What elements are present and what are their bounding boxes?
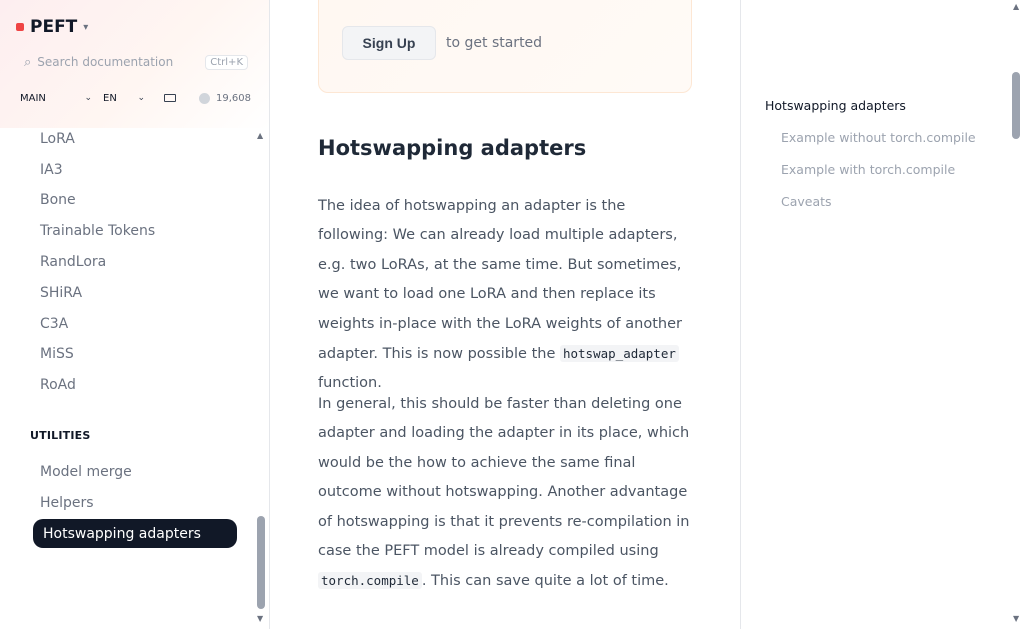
sidebar-item-label: Helpers bbox=[40, 494, 94, 511]
github-icon bbox=[199, 92, 210, 104]
sidebar-item-helpers[interactable]: Helpers bbox=[30, 488, 239, 517]
paragraph-advantages: In general, this should be faster than d… bbox=[318, 390, 698, 597]
sidebar-item-hotswapping-adapters[interactable]: Hotswapping adapters bbox=[33, 519, 237, 548]
page-scroll-up-icon[interactable]: ▲ bbox=[1013, 2, 1020, 11]
search-icon: ⌕ bbox=[24, 54, 32, 70]
toc-item-hotswapping-adapters[interactable]: Hotswapping adapters bbox=[765, 98, 906, 113]
brand-name: PEFT bbox=[30, 17, 78, 37]
search-shortcut: Ctrl+K bbox=[205, 54, 248, 70]
sidebar-item-model-merge[interactable]: Model merge bbox=[30, 457, 239, 486]
sidebar-item-label: RandLora bbox=[40, 253, 107, 270]
paragraph-text: In general, this should be faster than d… bbox=[318, 396, 690, 560]
scroll-down-icon[interactable]: ▼ bbox=[257, 614, 264, 623]
paragraph-text: function. bbox=[318, 375, 382, 392]
github-stars-link[interactable]: 19,608 bbox=[195, 86, 255, 110]
paragraph-intro: The idea of hotswapping an adapter is th… bbox=[318, 192, 698, 399]
chevron-down-icon: ▾ bbox=[83, 21, 89, 33]
paragraph-text: The idea of hotswapping an adapter is th… bbox=[318, 198, 682, 363]
page-scroll-down-icon[interactable]: ▼ bbox=[1013, 614, 1020, 623]
toc-item-example-with-compile[interactable]: Example with torch.compile bbox=[781, 162, 956, 177]
sidebar-item-label: RoAd bbox=[40, 376, 76, 393]
toc-item-caveats[interactable]: Caveats bbox=[781, 194, 832, 209]
signup-cta-text: to get started bbox=[446, 35, 543, 51]
version-label: MAIN bbox=[20, 92, 46, 104]
version-select[interactable]: MAIN ⌄ bbox=[16, 86, 96, 110]
page-title: Hotswapping adapters bbox=[318, 136, 587, 160]
sidebar-item-c3a[interactable]: C3A bbox=[30, 309, 239, 338]
sidebar-item-randlora[interactable]: RandLora bbox=[30, 247, 239, 276]
sidebar-scrollbar-thumb[interactable] bbox=[257, 516, 265, 609]
brand-logo-icon bbox=[16, 23, 24, 31]
table-of-contents: Hotswapping adapters Example without tor… bbox=[740, 0, 1010, 629]
inline-code: torch.compile bbox=[318, 572, 422, 590]
theme-toggle-button[interactable] bbox=[152, 86, 187, 110]
paragraph-text: . This can save quite a lot of time. bbox=[421, 573, 669, 590]
search-placeholder: Search documentation bbox=[37, 55, 174, 69]
utilities-section-header: UTILITIES bbox=[30, 429, 91, 442]
sidebar-item-trainable-tokens[interactable]: Trainable Tokens bbox=[30, 216, 239, 245]
sidebar: PEFT ▾ ⌕ Search documentation Ctrl+K MAI… bbox=[0, 0, 270, 629]
chevron-down-icon: ⌄ bbox=[84, 93, 92, 103]
language-label: EN bbox=[103, 92, 117, 104]
sidebar-item-shira[interactable]: SHiRA bbox=[30, 278, 239, 307]
search-input[interactable]: ⌕ Search documentation Ctrl+K bbox=[16, 47, 254, 77]
language-select[interactable]: EN ⌄ bbox=[99, 86, 149, 110]
sidebar-item-label: Bone bbox=[40, 191, 76, 208]
sidebar-item-label: LoRA bbox=[40, 130, 75, 147]
sidebar-item-lora[interactable]: LoRA bbox=[30, 124, 239, 153]
sidebar-item-label: Hotswapping adapters bbox=[43, 525, 201, 542]
signup-button[interactable]: Sign Up bbox=[342, 26, 436, 60]
toc-item-example-without-compile[interactable]: Example without torch.compile bbox=[781, 130, 976, 145]
sidebar-item-label: C3A bbox=[40, 315, 69, 332]
sidebar-item-ia3[interactable]: IA3 bbox=[30, 155, 239, 184]
theme-toggle-icon bbox=[163, 94, 176, 102]
page-scrollbar-thumb[interactable] bbox=[1012, 72, 1020, 139]
sidebar-item-label: SHiRA bbox=[40, 284, 83, 301]
brand-menu[interactable]: PEFT ▾ bbox=[16, 14, 88, 40]
sidebar-item-road[interactable]: RoAd bbox=[30, 370, 239, 399]
chevron-down-icon: ⌄ bbox=[137, 93, 145, 103]
inline-code: hotswap_adapter bbox=[559, 345, 679, 363]
sidebar-item-label: IA3 bbox=[40, 161, 63, 178]
github-stars-count: 19,608 bbox=[216, 92, 251, 104]
scroll-up-icon[interactable]: ▲ bbox=[257, 131, 264, 140]
sidebar-item-label: MiSS bbox=[40, 345, 74, 362]
sidebar-item-label: Trainable Tokens bbox=[40, 222, 156, 239]
main-content: Sign Up to get started Hotswapping adapt… bbox=[270, 0, 740, 629]
sidebar-item-label: Model merge bbox=[40, 463, 132, 480]
sidebar-item-miss[interactable]: MiSS bbox=[30, 339, 239, 368]
sidebar-item-bone[interactable]: Bone bbox=[30, 185, 239, 214]
